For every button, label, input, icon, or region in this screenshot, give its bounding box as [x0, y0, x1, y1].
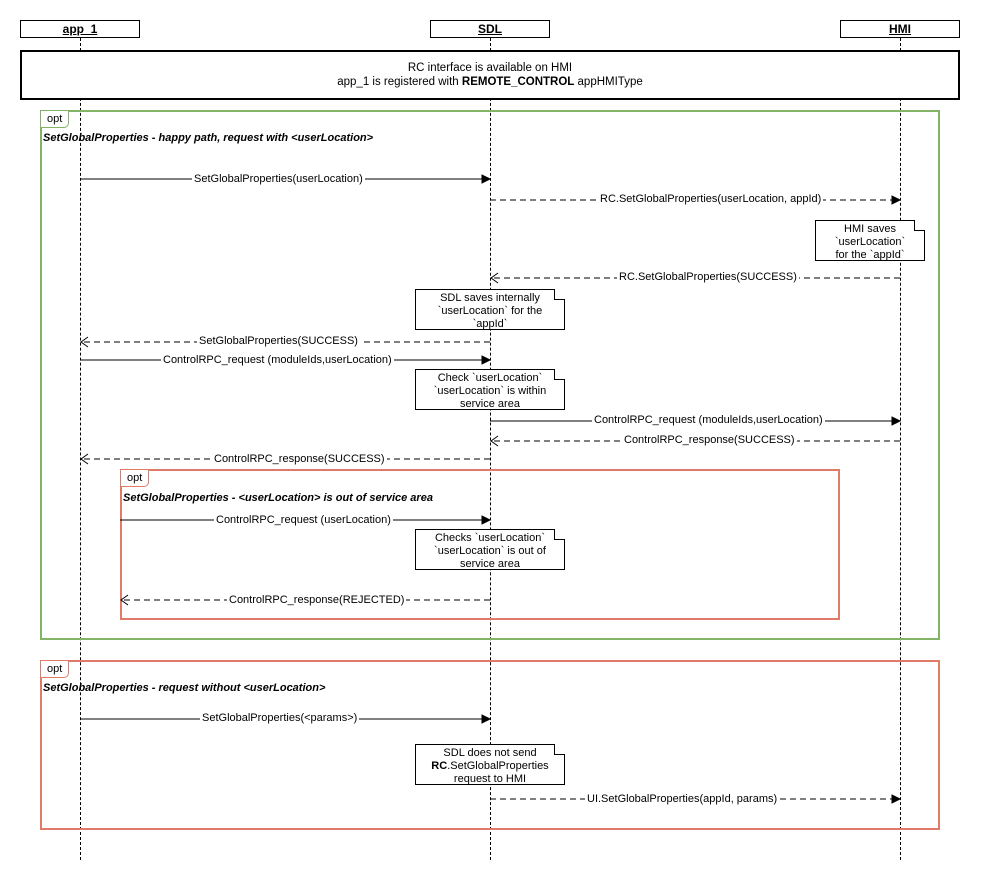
message-label-m4: SetGlobalProperties(SUCCESS): [197, 335, 360, 348]
message-label-m7: ControlRPC_response(SUCCESS): [622, 434, 797, 447]
participant-app1: app_1: [20, 20, 140, 38]
note-check-out: Checks `userLocation` `userLocation` is …: [415, 529, 565, 570]
message-label-m11: SetGlobalProperties(<params>): [200, 712, 360, 725]
note-sdl-no-send-l2-bold: RC: [431, 760, 448, 772]
note-sdl-no-send-l2-rest: .SetGlobalProperties: [447, 760, 549, 772]
message-label-m9: ControlRPC_request (userLocation): [214, 514, 393, 527]
note-hmi-saves-l3: for the `appId`: [835, 249, 905, 261]
note-sdl-saves: SDL saves internally `userLocation` for …: [415, 289, 565, 330]
note-check-within-l3: service area: [460, 398, 520, 410]
note-check-out-l3: service area: [460, 558, 520, 570]
message-label-m5: ControlRPC_request (moduleIds,userLocati…: [161, 354, 394, 367]
note-check-out-l2: `userLocation` is out of: [434, 545, 546, 557]
banner-line2-bold: REMOTE_CONTROL: [461, 76, 575, 88]
note-sdl-saves-l1: SDL saves internally: [440, 292, 540, 304]
message-label-m8: ControlRPC_response(SUCCESS): [212, 453, 387, 466]
message-label-m3: RC.SetGlobalProperties(SUCCESS): [617, 271, 799, 284]
frame-opt-out-of-area-title: SetGlobalProperties - <userLocation> is …: [123, 492, 433, 504]
frame-opt-out-of-area-tag: opt: [121, 470, 150, 487]
frame-opt-without-location-title: SetGlobalProperties - request without <u…: [43, 682, 326, 694]
message-label-m2: RC.SetGlobalProperties(userLocation, app…: [598, 193, 824, 206]
lifeline-sdl: [490, 38, 491, 860]
frame-opt-happy-path-title: SetGlobalProperties - happy path, reques…: [43, 132, 374, 144]
message-label-m12: UI.SetGlobalProperties(appId, params): [585, 793, 780, 806]
frame-opt-happy-path-tag: opt: [41, 111, 70, 128]
note-check-within-l2: `userLocation` is within: [433, 385, 547, 397]
frame-opt-happy-path: [40, 110, 940, 640]
note-check-within: Check `userLocation` `userLocation` is w…: [415, 369, 565, 410]
note-hmi-saves-l1: HMI saves: [844, 223, 896, 235]
frame-opt-without-location: [40, 660, 940, 830]
lifeline-hmi: [900, 38, 901, 860]
precondition-banner: RC interface is available on HMI app_1 i…: [20, 50, 960, 100]
lifeline-app1: [80, 38, 81, 860]
message-label-m6: ControlRPC_request (moduleIds,userLocati…: [592, 414, 825, 427]
participant-sdl: SDL: [430, 20, 550, 38]
note-check-out-l1: Checks `userLocation`: [434, 532, 546, 544]
note-sdl-no-send-l3: request to HMI: [453, 773, 527, 785]
participant-hmi: HMI: [840, 20, 960, 38]
note-check-within-l1: Check `userLocation`: [437, 372, 543, 384]
message-label-m10: ControlRPC_response(REJECTED): [227, 594, 407, 607]
frame-opt-without-location-tag: opt: [41, 661, 70, 678]
banner-line2-pre: app_1 is registered with: [337, 76, 462, 88]
note-hmi-saves-l2: `userLocation`: [834, 236, 906, 248]
banner-line2: app_1 is registered with REMOTE_CONTROL …: [22, 75, 958, 89]
note-sdl-no-send-l2: RC.SetGlobalProperties: [416, 760, 564, 773]
frame-opt-out-of-area: [120, 469, 840, 620]
note-sdl-no-send-l1: SDL does not send: [443, 747, 537, 759]
note-sdl-saves-l2: `userLocation` for the: [437, 305, 543, 317]
note-sdl-saves-l3: `appId`: [472, 318, 508, 330]
message-label-m1: SetGlobalProperties(userLocation): [192, 173, 365, 186]
note-hmi-saves: HMI saves `userLocation` for the `appId`: [815, 220, 925, 261]
banner-line2-post: appHMIType: [574, 76, 643, 88]
banner-line1: RC interface is available on HMI: [407, 62, 573, 74]
note-sdl-no-send: SDL does not send RC.SetGlobalProperties…: [415, 744, 565, 785]
